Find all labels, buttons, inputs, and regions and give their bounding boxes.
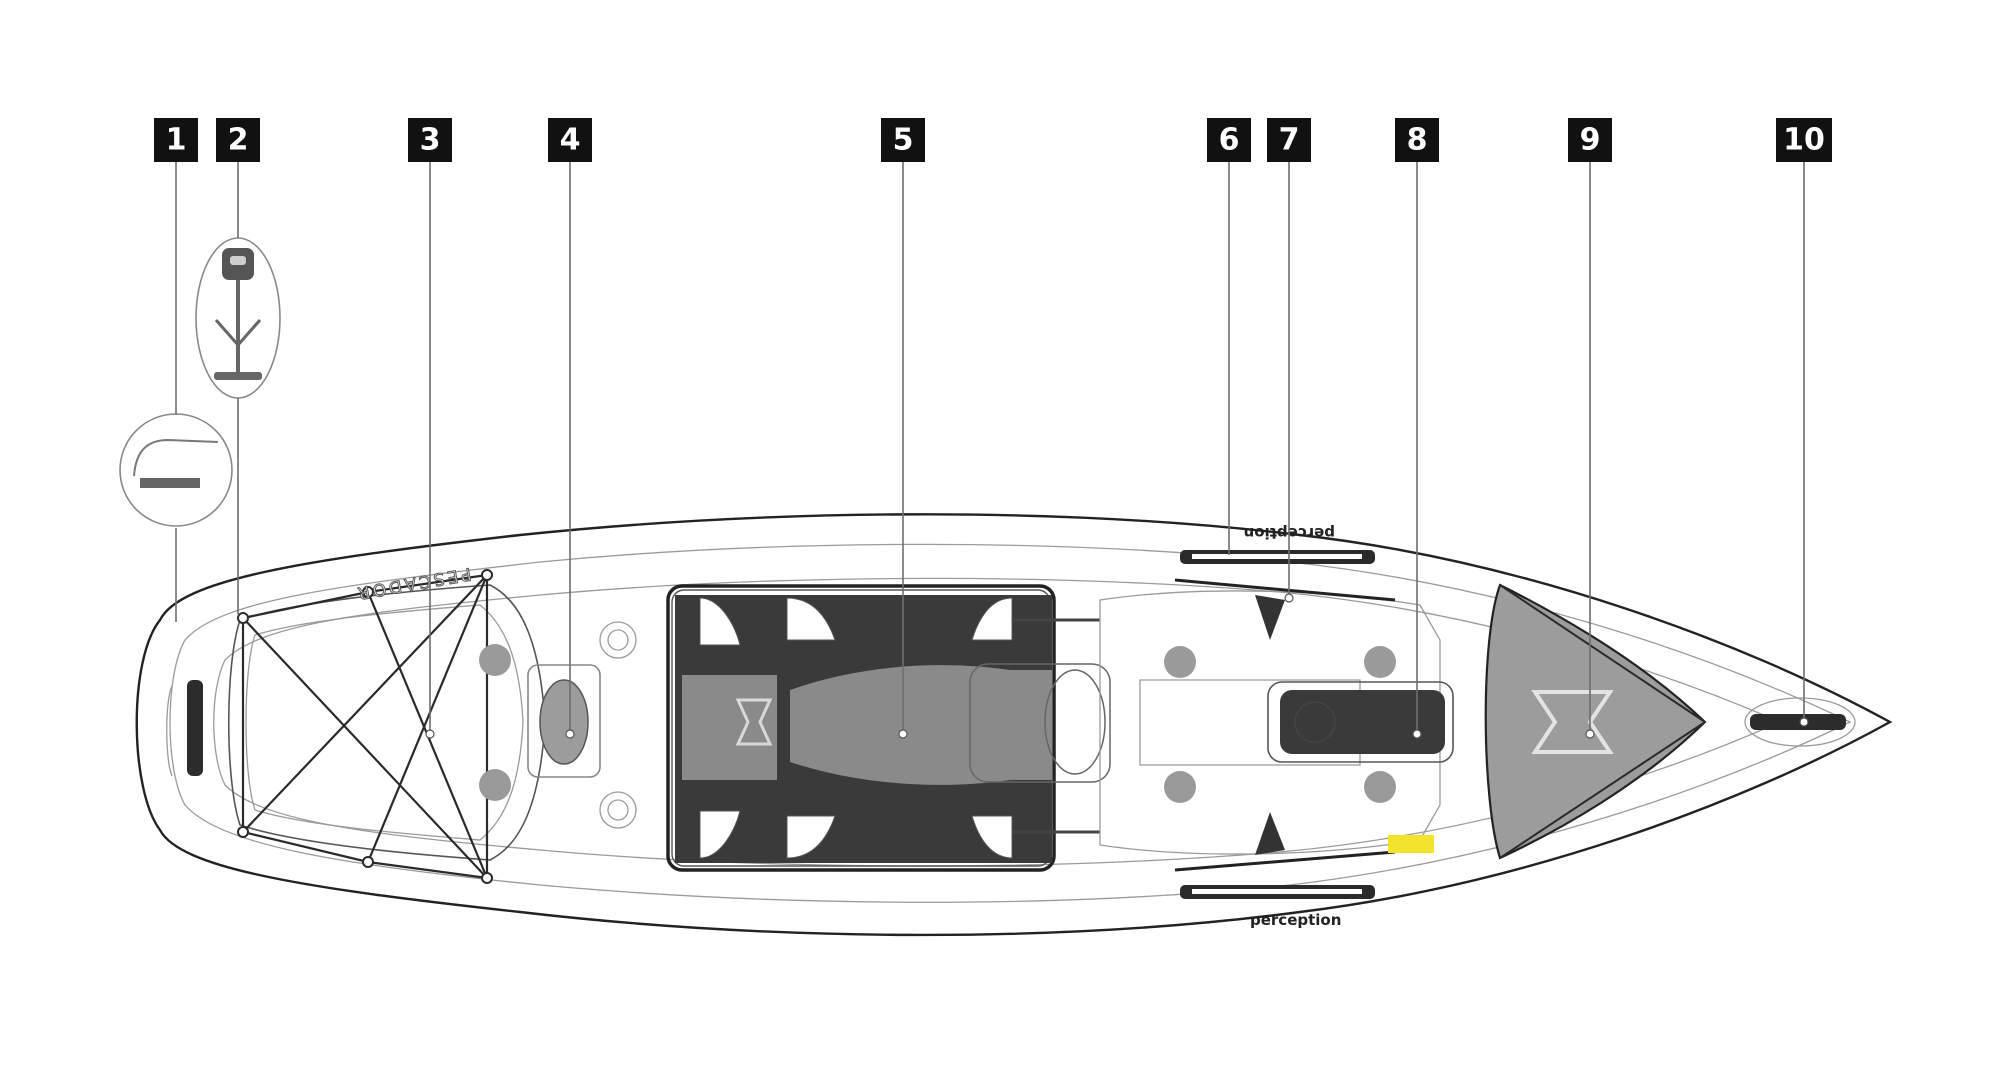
- callout-8-label: 8: [1407, 123, 1428, 158]
- accessory-track-lower: [1174, 812, 1396, 899]
- callout-4-label: 4: [560, 123, 581, 158]
- callout-9-label: 9: [1580, 123, 1601, 158]
- bungee-cord: [241, 573, 489, 880]
- callout-7-label: 7: [1279, 123, 1300, 158]
- stern-carry-handle: [166, 680, 203, 777]
- callout-5-label: 5: [893, 123, 914, 158]
- callout-10-label: 10: [1783, 123, 1825, 158]
- callout-9: 9: [1568, 118, 1612, 162]
- bow-carry-handle: [1744, 697, 1856, 747]
- center-hatch: [1267, 681, 1454, 763]
- model-name: PESCADOR: [353, 563, 472, 603]
- callout-3: 3: [408, 118, 452, 162]
- callout-6-label: 6: [1219, 123, 1240, 158]
- callout-4: 4: [548, 118, 592, 162]
- callout-2: 2: [216, 118, 260, 162]
- leader-dots: [425, 593, 1809, 739]
- rear-hatch: [527, 621, 637, 829]
- yellow-sticker: [1388, 835, 1434, 853]
- callout-2-label: 2: [228, 123, 249, 158]
- skid-plate-detail-inset: [119, 413, 233, 527]
- callout-1: 1: [154, 118, 198, 162]
- callout-10: 10: [1776, 118, 1832, 162]
- leader-lines: [175, 158, 1805, 734]
- bow-tank-well: [1484, 583, 1707, 860]
- callout-1-label: 1: [166, 123, 187, 158]
- seat-logo-icon: [735, 698, 773, 746]
- front-cockpit: [1099, 590, 1441, 855]
- accessory-track-upper: [1174, 550, 1396, 640]
- callout-7: 7: [1267, 118, 1311, 162]
- rear-tank-well: [228, 569, 546, 884]
- callout-5: 5: [881, 118, 925, 162]
- bow-logo-icon: [1531, 690, 1614, 754]
- seat-assembly: [666, 584, 1111, 872]
- brand-text-bottom: perception: [1250, 911, 1341, 929]
- callout-6: 6: [1207, 118, 1251, 162]
- callout-3-label: 3: [420, 123, 441, 158]
- rudder-detail-inset: [195, 237, 281, 399]
- callout-8: 8: [1395, 118, 1439, 162]
